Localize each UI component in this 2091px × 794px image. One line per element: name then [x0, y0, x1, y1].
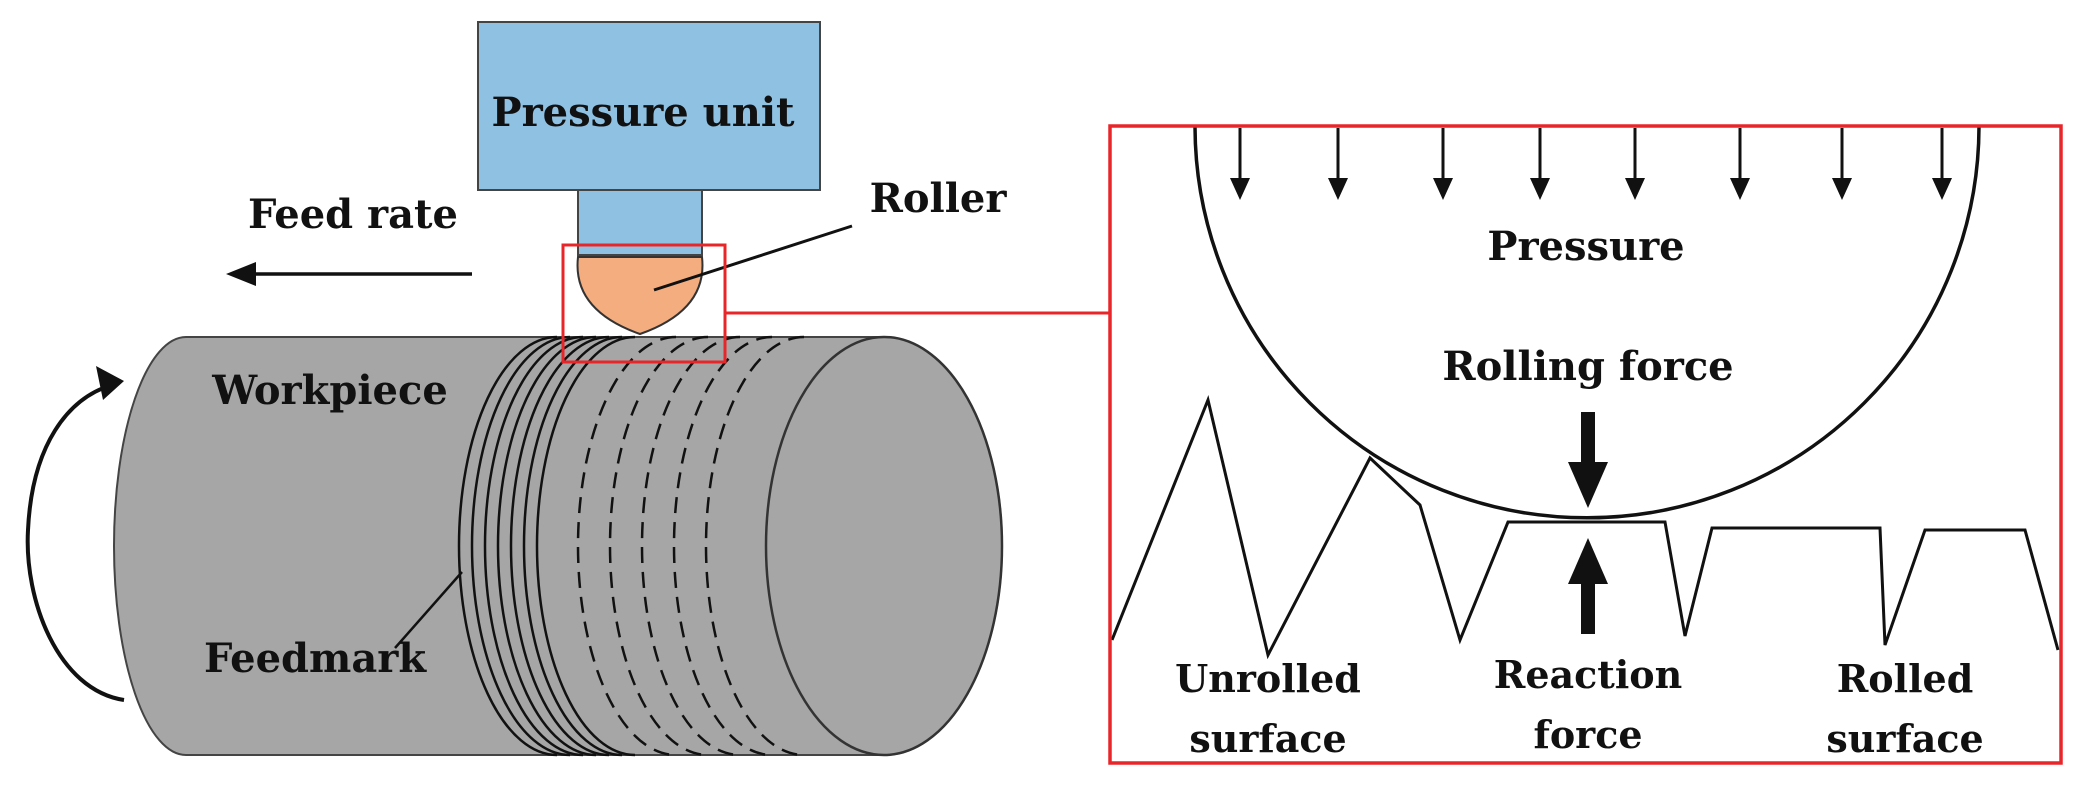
rolling-force-arrow-shaft — [1581, 412, 1595, 466]
workpiece-label: Workpiece — [211, 367, 448, 414]
reaction-force-arrow-shaft — [1581, 580, 1595, 634]
roller-leader-line — [653, 224, 853, 292]
zoom-panel-frame — [1108, 124, 2063, 765]
feedmark-label: Feedmark — [204, 635, 427, 682]
feedmark-leader-line — [394, 571, 463, 649]
reaction-force-label-line1: Reaction — [1494, 652, 1682, 697]
pressure-arrows — [1238, 128, 1944, 180]
rolled-surface-label-line2: surface — [1826, 716, 1983, 761]
unrolled-surface-label-line1: Unrolled — [1175, 656, 1361, 701]
rotation-arrow — [25, 383, 125, 702]
zoom-panel: Pressure Rolling force Unrolled surface … — [1108, 124, 2063, 765]
zoomed-roller-arc — [1193, 125, 1981, 520]
surface-profile — [1110, 395, 2060, 660]
pressure-unit-block — [477, 21, 821, 191]
unrolled-surface-label-line2: surface — [1189, 716, 1346, 761]
reaction-force-label-line2: force — [1533, 712, 1642, 757]
pressure-label: Pressure — [1487, 223, 1684, 270]
feed-rate-arrow-head-icon — [226, 262, 256, 286]
pressure-arrow-heads-icon — [1230, 178, 1952, 200]
rolling-force-label: Rolling force — [1442, 343, 1733, 390]
reaction-force-arrow-head-icon — [1568, 538, 1608, 584]
rotation-arrow-head-icon — [96, 366, 124, 400]
feed-rate-label: Feed rate — [248, 191, 458, 238]
roller-highlight-box — [561, 243, 727, 364]
workpiece-cylinder — [113, 335, 1004, 757]
rolling-force-arrow-head-icon — [1568, 462, 1608, 508]
roller — [576, 256, 704, 336]
pressure-unit-label: Pressure unit — [491, 89, 795, 136]
workpiece-end-face — [764, 335, 1004, 757]
roller-label: Roller — [870, 175, 1008, 222]
rolled-surface-label-line1: Rolled — [1837, 656, 1974, 701]
